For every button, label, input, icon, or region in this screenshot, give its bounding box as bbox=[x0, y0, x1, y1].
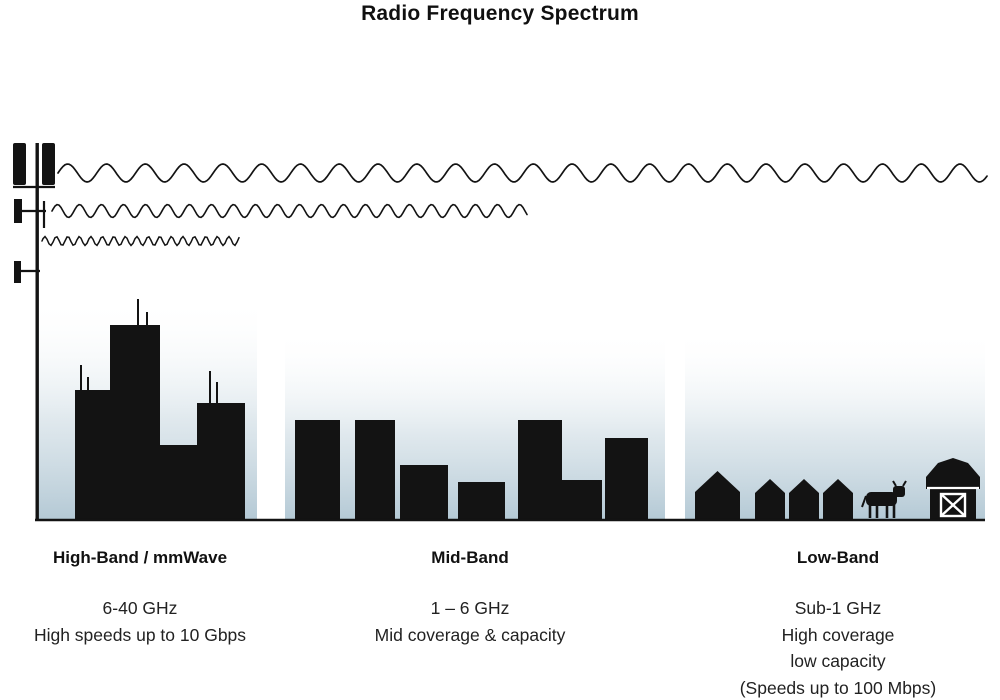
band-low-frequency: Sub-1 GHz bbox=[794, 598, 882, 618]
band-high: High-Band / mmWave 6-40 GHz High speeds … bbox=[20, 548, 260, 648]
band-high-description: High speeds up to 10 Gbps bbox=[33, 624, 247, 645]
mid-band-wave-icon bbox=[51, 203, 528, 219]
band-mid-description: Mid coverage & capacity bbox=[374, 624, 566, 645]
town-buildings-icon bbox=[295, 420, 648, 520]
band-high-label: High-Band / mmWave bbox=[52, 548, 228, 567]
cow-icon bbox=[861, 480, 907, 518]
band-low-description-1: High coverage bbox=[781, 624, 895, 645]
rural-houses-icon bbox=[695, 471, 853, 520]
band-high-frequency: 6-40 GHz bbox=[102, 598, 178, 618]
high-band-wave-icon bbox=[41, 235, 240, 247]
diagram-title: Radio Frequency Spectrum bbox=[361, 2, 639, 25]
band-mid-frequency: 1 – 6 GHz bbox=[430, 598, 510, 618]
cell-tower-icon bbox=[13, 143, 55, 520]
band-mid-label: Mid-Band bbox=[431, 548, 509, 567]
band-low-description-2: low capacity bbox=[790, 651, 886, 671]
low-band-wave-icon bbox=[57, 163, 988, 183]
radio-waves bbox=[41, 163, 988, 247]
band-low: Low-Band Sub-1 GHz High coverage low cap… bbox=[690, 548, 986, 700]
band-mid: Mid-Band 1 – 6 GHz Mid coverage & capaci… bbox=[350, 548, 590, 648]
band-low-description-3: (Speeds up to 100 Mbps) bbox=[739, 677, 937, 698]
barn-icon bbox=[926, 458, 980, 520]
band-low-label: Low-Band bbox=[796, 548, 880, 567]
city-buildings-icon bbox=[75, 299, 245, 520]
